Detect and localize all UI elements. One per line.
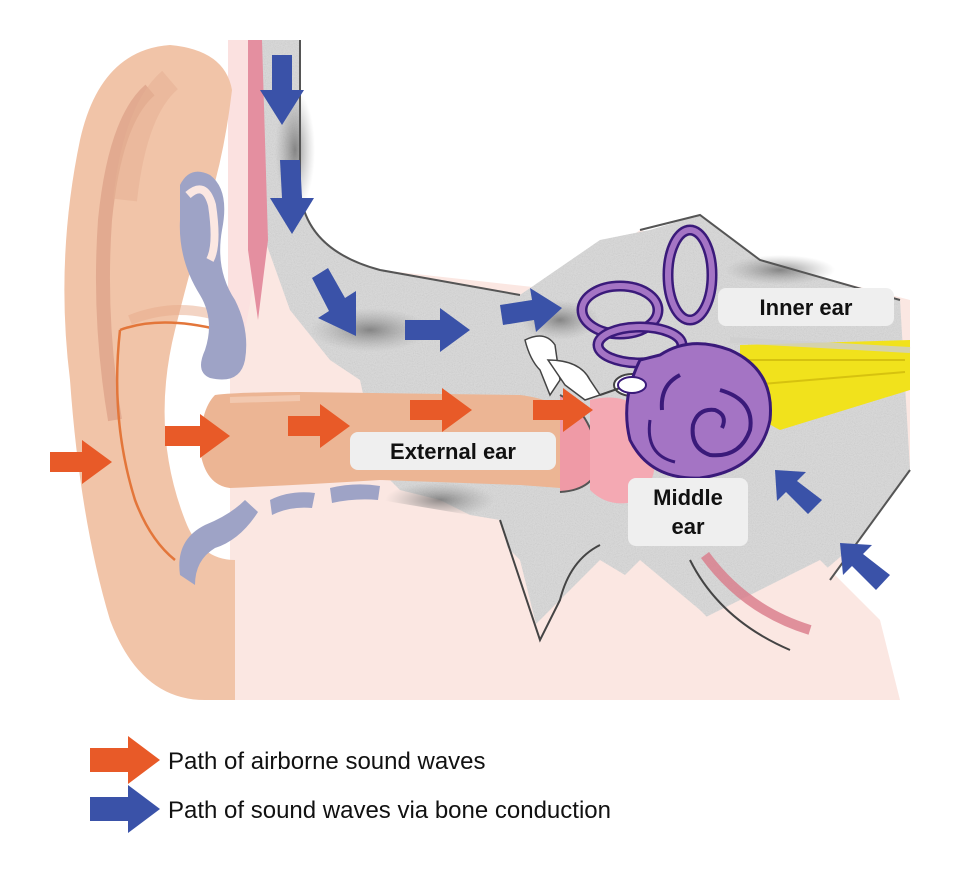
bone-arrow-icon — [270, 160, 314, 234]
label-middle-ear-line2: ear — [671, 514, 704, 539]
jaw-region — [230, 500, 900, 700]
legend-bone-arrow-icon — [90, 785, 160, 833]
cartilage-lower — [179, 500, 258, 585]
airborne-arrow-icon — [165, 414, 230, 458]
bone-arrow-icon — [840, 543, 890, 590]
label-middle-ear-line1: Middle — [653, 485, 723, 510]
bone-arrow-icon — [312, 268, 356, 336]
bone-arrow-icon — [775, 470, 822, 514]
bone-arrow-icon — [260, 55, 304, 125]
label-inner-ear: Inner ear — [718, 288, 894, 326]
bone-arrow-icon — [500, 288, 562, 332]
airborne-arrow-icon — [410, 388, 472, 432]
airborne-arrow-icon — [288, 404, 350, 448]
airborne-arrow-icon — [50, 440, 112, 484]
legend-airborne-arrow-icon — [90, 736, 160, 784]
label-middle-ear: Middle ear — [628, 478, 748, 546]
auditory-nerve — [740, 340, 910, 430]
cartilage-upper — [179, 171, 247, 380]
airborne-arrow-icon — [533, 388, 593, 432]
label-external-ear: External ear — [350, 432, 556, 470]
legend: Path of airborne sound waves Path of sou… — [90, 736, 611, 833]
bone-arrow-icon — [405, 308, 470, 352]
cochlea — [576, 224, 772, 480]
legend-airborne-text: Path of airborne sound waves — [168, 748, 486, 775]
legend-bone-text: Path of sound waves via bone conduction — [168, 797, 611, 824]
airborne-arrows — [50, 388, 593, 484]
bone-arrows — [260, 55, 890, 590]
label-inner-ear-text: Inner ear — [760, 295, 853, 320]
ossicles — [524, 335, 561, 397]
label-external-ear-text: External ear — [390, 439, 516, 464]
